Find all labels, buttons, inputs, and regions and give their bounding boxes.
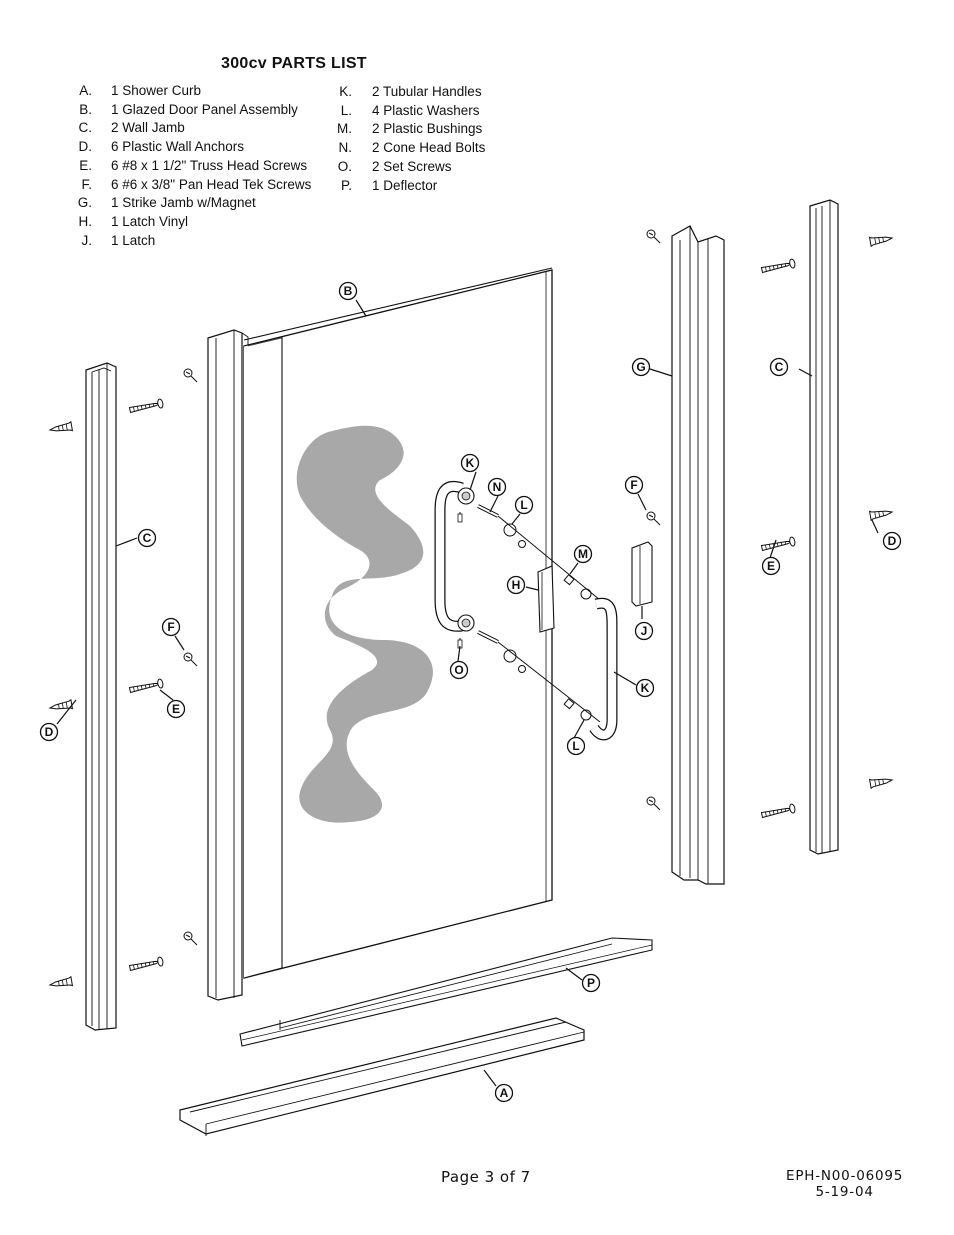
svg-text:M: M (578, 547, 588, 561)
right-truss-screws (760, 258, 797, 820)
parts-list-item: N.2 Cone Head Bolts (338, 140, 486, 156)
parts-list-item: O.2 Set Screws (337, 158, 452, 174)
left-wall-anchors (48, 421, 73, 990)
right-wall-jamb (809, 199, 839, 855)
svg-text:L: L (520, 498, 527, 512)
svg-text:A: A (500, 1086, 509, 1100)
glass-etched-design (296, 425, 433, 823)
plastic-washers (503, 523, 592, 721)
axis-lines (497, 515, 601, 723)
callout-g: G (631, 357, 651, 377)
hinge-jamb (207, 329, 249, 1001)
svg-text:E: E (172, 702, 180, 716)
plastic-bushings (563, 574, 575, 710)
callout-n: N (487, 477, 507, 497)
parts-list-item: P.1 Deflector (340, 177, 438, 193)
svg-text:G: G (636, 360, 645, 374)
svg-text:L: L (572, 739, 579, 753)
svg-text:K: K (641, 681, 650, 695)
parts-list-item: C.2 Wall Jamb (78, 120, 185, 136)
parts-list-title: 300cv PARTS LIST (221, 55, 367, 72)
callout-e-left: E (166, 699, 186, 719)
parts-list-item: J.1 Latch (81, 232, 156, 248)
callout-c-right: C (769, 357, 789, 377)
svg-text:P: P (587, 976, 595, 990)
callout-m: M (573, 544, 593, 564)
svg-text:C: C (775, 360, 784, 374)
parts-list-item: B.1 Glazed Door Panel Assembly (79, 101, 298, 117)
svg-text:F: F (630, 478, 637, 492)
parts-list-column-2: K.2 Tubular Handles L.4 Plastic Washers … (330, 83, 485, 195)
parts-list-item: F.6 #6 x 3/8" Pan Head Tek Screws (81, 176, 312, 192)
callout-l-bottom: L (566, 736, 586, 756)
svg-text:O: O (454, 663, 463, 677)
callout-j: J (634, 621, 654, 641)
callout-a: A (494, 1083, 514, 1103)
parts-list-item: E.6 #8 x 1 1/2" Truss Head Screws (79, 157, 308, 173)
callout-e-right: E (761, 556, 781, 576)
shower-curb (179, 1017, 585, 1136)
parts-list-item: D.6 Plastic Wall Anchors (78, 139, 245, 155)
outer-tubular-handle (589, 597, 618, 741)
parts-list-item: M.2 Plastic Bushings (337, 121, 483, 137)
svg-text:F: F (167, 620, 174, 634)
parts-list-item: H.1 Latch Vinyl (78, 213, 189, 229)
callout-leaders (56, 299, 879, 1087)
right-tek-screws (646, 229, 661, 811)
callout-l-top: L (514, 495, 534, 515)
callout-k-bottom: K (635, 678, 655, 698)
callout-b: B (338, 281, 358, 301)
parts-list-item: L.4 Plastic Washers (340, 102, 480, 118)
parts-list-item: A.1 Shower Curb (79, 83, 202, 98)
svg-text:H: H (512, 578, 521, 592)
callout-d-left: D (39, 722, 59, 742)
cone-head-bolts (477, 504, 499, 644)
latch-vinyl (537, 565, 555, 633)
parts-list-item: G.1 Strike Jamb w/Magnet (77, 195, 256, 211)
callout-f-left: F (161, 617, 181, 637)
glazed-door-panel (243, 267, 553, 979)
page-number: Page 3 of 7 (441, 1168, 531, 1186)
callout-h: H (506, 575, 526, 595)
document-number: EPH-N00-06095 (786, 1168, 904, 1184)
latch (631, 541, 653, 607)
left-truss-screws (128, 398, 165, 973)
callout-f-right: F (624, 475, 644, 495)
inner-tubular-handle (434, 481, 475, 649)
svg-text:K: K (466, 456, 475, 470)
left-wall-jamb (85, 362, 117, 1031)
deflector (239, 937, 653, 1047)
callout-o: O (449, 660, 469, 680)
left-tek-screws (183, 368, 198, 946)
callout-p: P (581, 973, 601, 993)
svg-text:N: N (493, 480, 502, 494)
strike-jamb (671, 225, 725, 885)
svg-text:D: D (888, 534, 897, 548)
svg-text:D: D (45, 725, 54, 739)
parts-list-item: K.2 Tubular Handles (339, 84, 482, 99)
svg-text:B: B (344, 284, 353, 298)
svg-text:J: J (641, 624, 648, 638)
parts-list-column-1: A.1 Shower Curb B.1 Glazed Door Panel As… (70, 82, 312, 250)
svg-text:E: E (767, 559, 775, 573)
right-wall-anchors (869, 233, 894, 789)
callout-d-right: D (882, 531, 902, 551)
callout-c-left: C (137, 528, 157, 548)
svg-text:C: C (143, 531, 152, 545)
callout-k-top: K (460, 453, 480, 473)
document-id: EPH-N00-06095 5-19-04 (786, 1168, 903, 1200)
document-date: 5-19-04 (815, 1184, 874, 1200)
